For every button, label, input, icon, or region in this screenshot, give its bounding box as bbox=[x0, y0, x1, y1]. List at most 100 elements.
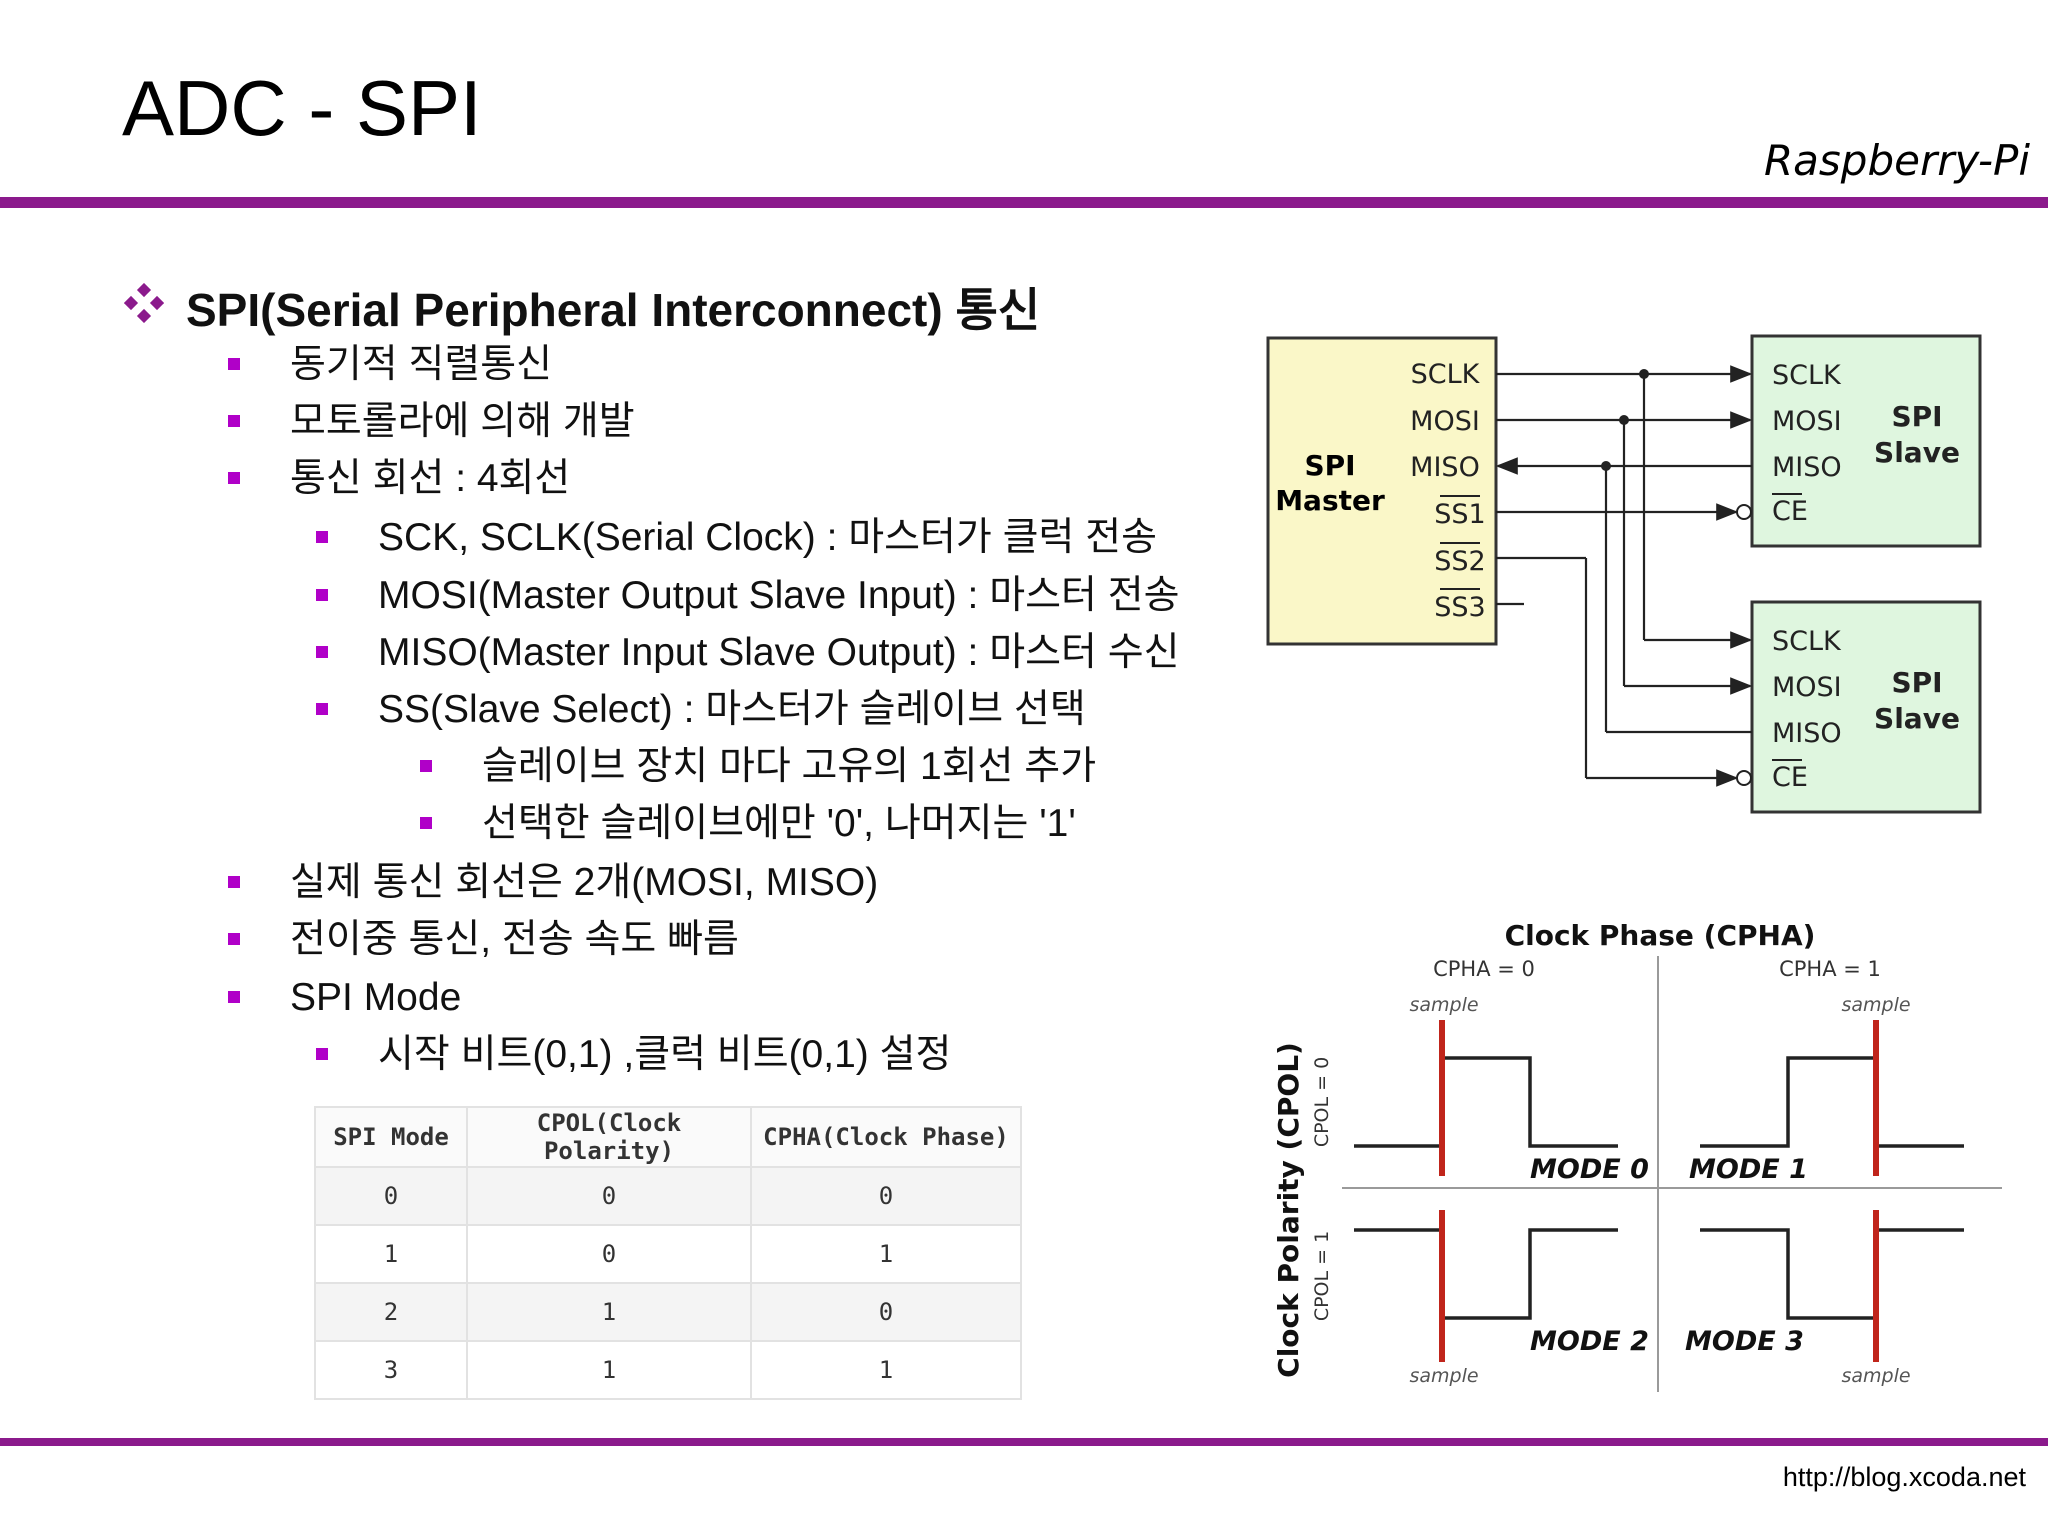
spi-slave-box-1 bbox=[1750, 334, 1982, 548]
cpol1-label: CPOL = 1 bbox=[1311, 1231, 1333, 1321]
sample-label: sample bbox=[1841, 1365, 1910, 1387]
master-pin-ss1: SS1 bbox=[1434, 499, 1485, 530]
slave2-pin-ce: CE bbox=[1772, 762, 1808, 793]
junction-dot bbox=[1619, 415, 1629, 425]
bullet-item: MOSI(Master Output Slave Input) : 마스터 전송 bbox=[316, 576, 1179, 615]
inverter-circle bbox=[1736, 504, 1752, 520]
bullet-item: 선택한 슬레이브에만 '0', 나머지는 '1' bbox=[420, 804, 1076, 843]
table-cell: 1 bbox=[750, 1224, 1022, 1284]
diamond-cluster-icon bbox=[123, 282, 168, 333]
table-row: 2 1 0 bbox=[314, 1282, 1022, 1342]
slave2-pin-mosi: MOSI bbox=[1772, 672, 1842, 703]
slave2-pin-miso: MISO bbox=[1772, 718, 1842, 749]
master-pin-miso: MISO bbox=[1410, 452, 1480, 483]
master-pin-ss2: SS2 bbox=[1434, 546, 1485, 577]
slide-title: ADC - SPI bbox=[122, 64, 482, 152]
square-bullet-icon bbox=[316, 589, 328, 601]
square-bullet-icon bbox=[316, 703, 328, 715]
slave1-label-line2: Slave bbox=[1874, 436, 1960, 469]
timing-title: Clock Phase (CPHA) bbox=[1505, 919, 1816, 952]
square-bullet-icon bbox=[420, 760, 432, 772]
table-cell: 0 bbox=[750, 1282, 1022, 1342]
spi-timing-diagram: Clock Phase (CPHA) CPHA = 0 CPHA = 1 Clo… bbox=[1272, 919, 2002, 1392]
slave1-pin-miso: MISO bbox=[1772, 452, 1842, 483]
spi-mode-table: SPI Mode CPOL(Clock Polarity) CPHA(Clock… bbox=[314, 1106, 1022, 1400]
bullet-item: SCK, SCLK(Serial Clock) : 마스터가 클럭 전송 bbox=[316, 518, 1157, 557]
junction-dot bbox=[1639, 369, 1649, 379]
mode1-waveform bbox=[1700, 1056, 1964, 1148]
column-header: CPOL(Clock Polarity) bbox=[466, 1106, 752, 1168]
bullet-item: 통신 회선 : 4회선 bbox=[228, 459, 570, 498]
section-heading: SPI(Serial Peripheral Interconnect) 통신 bbox=[123, 274, 1041, 340]
table-cell: 1 bbox=[466, 1340, 752, 1400]
header-divider bbox=[0, 197, 2048, 208]
master-pin-ss3: SS3 bbox=[1434, 592, 1485, 623]
slave2-label-line2: Slave bbox=[1874, 702, 1960, 735]
spi-master-box bbox=[1266, 336, 1498, 646]
cpha1-label: CPHA = 1 bbox=[1779, 957, 1881, 981]
table-row: 3 1 1 bbox=[314, 1340, 1022, 1400]
bullet-item: 모토롤라에 의해 개발 bbox=[228, 402, 635, 441]
spi-slave-box-2 bbox=[1750, 600, 1982, 814]
junction-dot bbox=[1601, 461, 1611, 471]
sample-label: sample bbox=[1841, 994, 1910, 1016]
table-cell: 1 bbox=[314, 1224, 468, 1284]
brand-label: Raspberry-Pi bbox=[1763, 136, 2030, 185]
square-bullet-icon bbox=[420, 817, 432, 829]
table-cell: 1 bbox=[750, 1340, 1022, 1400]
cpol0-label: CPOL = 0 bbox=[1311, 1057, 1333, 1147]
slave2-label-line1: SPI bbox=[1891, 666, 1942, 699]
footer-divider bbox=[0, 1438, 2048, 1446]
bullet-item: 동기적 직렬통신 bbox=[228, 345, 552, 384]
square-bullet-icon bbox=[228, 415, 240, 427]
square-bullet-icon bbox=[228, 472, 240, 484]
section-heading-text: SPI(Serial Peripheral Interconnect) 통신 bbox=[186, 284, 1041, 336]
mode0-label: MODE 0 bbox=[1530, 1154, 1649, 1185]
column-header: CPHA(Clock Phase) bbox=[750, 1106, 1022, 1168]
table-row: 1 0 1 bbox=[314, 1224, 1022, 1284]
bullet-item: 실제 통신 회선은 2개(MOSI, MISO) bbox=[228, 863, 878, 902]
mode2-waveform bbox=[1354, 1228, 1618, 1320]
square-bullet-icon bbox=[228, 933, 240, 945]
bullet-item: 시작 비트(0,1) ,클럭 비트(0,1) 설정 bbox=[316, 1035, 951, 1074]
table-cell: 0 bbox=[466, 1166, 752, 1226]
bullet-item: 슬레이브 장치 마다 고유의 1회선 추가 bbox=[420, 747, 1096, 786]
mode1-label: MODE 1 bbox=[1689, 1154, 1808, 1185]
slave2-pin-sclk: SCLK bbox=[1772, 626, 1842, 657]
slave1-pin-mosi: MOSI bbox=[1772, 406, 1842, 437]
table-cell: 0 bbox=[466, 1224, 752, 1284]
square-bullet-icon bbox=[316, 646, 328, 658]
table-cell: 3 bbox=[314, 1340, 468, 1400]
square-bullet-icon bbox=[228, 358, 240, 370]
bullet-item: 전이중 통신, 전송 속도 빠름 bbox=[228, 920, 739, 959]
slave1-pin-sclk: SCLK bbox=[1772, 360, 1842, 391]
master-label-line2: Master bbox=[1275, 484, 1385, 517]
mode2-label: MODE 2 bbox=[1530, 1326, 1649, 1357]
bullet-item: SS(Slave Select) : 마스터가 슬레이브 선택 bbox=[316, 690, 1086, 729]
mode3-label: MODE 3 bbox=[1685, 1326, 1804, 1357]
slave1-label-line1: SPI bbox=[1891, 400, 1942, 433]
table-cell: 1 bbox=[466, 1282, 752, 1342]
table-header-row: SPI Mode CPOL(Clock Polarity) CPHA(Clock… bbox=[314, 1106, 1022, 1168]
square-bullet-icon bbox=[316, 1048, 328, 1060]
square-bullet-icon bbox=[316, 531, 328, 543]
mode0-waveform bbox=[1354, 1056, 1618, 1148]
square-bullet-icon bbox=[228, 876, 240, 888]
table-cell: 2 bbox=[314, 1282, 468, 1342]
cpha0-label: CPHA = 0 bbox=[1433, 957, 1535, 981]
table-cell: 0 bbox=[314, 1166, 468, 1226]
column-header: SPI Mode bbox=[314, 1106, 468, 1168]
sample-label: sample bbox=[1409, 994, 1478, 1016]
master-label-line1: SPI bbox=[1304, 449, 1355, 482]
cpol-axis-label: Clock Polarity (CPOL) bbox=[1272, 1042, 1305, 1378]
sample-label: sample bbox=[1409, 1365, 1478, 1387]
mode3-waveform bbox=[1700, 1228, 1964, 1320]
footer-url: http://blog.xcoda.net bbox=[1782, 1462, 2026, 1492]
bullet-item: MISO(Master Input Slave Output) : 마스터 수신 bbox=[316, 633, 1179, 672]
slave1-pin-ce: CE bbox=[1772, 496, 1808, 527]
square-bullet-icon bbox=[228, 991, 240, 1003]
master-pin-mosi: MOSI bbox=[1410, 406, 1480, 437]
table-row: 0 0 0 bbox=[314, 1166, 1022, 1226]
spi-bus-diagram: SPI Master SCLK MOSI MISO SS1 SS2 SS3 SC… bbox=[1266, 334, 1982, 814]
bullet-item: SPI Mode bbox=[228, 978, 461, 1017]
